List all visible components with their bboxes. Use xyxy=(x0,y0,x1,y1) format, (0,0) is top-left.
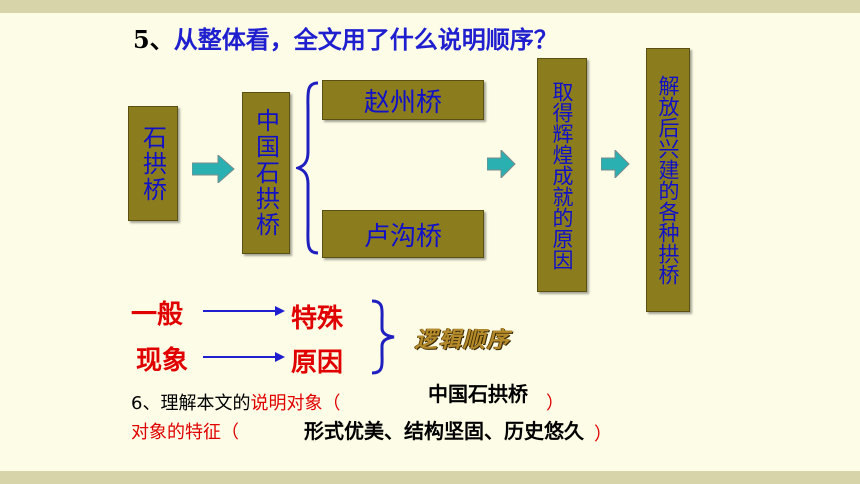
question-6-line: 6、理解本文的说明对象（ xyxy=(131,389,340,415)
question-6-feature-close: ） xyxy=(594,424,612,445)
box-chinese-stone-arch-bridge: 中国石拱桥 xyxy=(242,92,290,254)
box-post-liberation-arch-bridges-label: 解放后兴建的各种拱桥 xyxy=(656,75,680,285)
brace-icon xyxy=(371,299,395,375)
question-6-object-label: 说明对象（ xyxy=(250,393,341,414)
arrow-right-icon xyxy=(192,155,235,183)
brace-icon xyxy=(296,81,319,255)
box-zhaozhou-bridge: 赵州桥 xyxy=(322,80,484,120)
box-lugou-bridge: 卢沟桥 xyxy=(322,210,484,258)
box-stone-arch-bridge-label: 石拱桥 xyxy=(138,124,167,203)
arrow-right-icon xyxy=(487,150,516,178)
phenomenon-label: 现象 xyxy=(136,346,189,376)
box-reasons-for-achievements-label: 取得辉煌成就的原因 xyxy=(550,80,574,270)
question-6-feature-label: 对象的特征（ xyxy=(131,422,239,443)
question-5-text: 从整体看，全文用了什么说明顺序？ xyxy=(173,26,558,54)
question-6-object-close: ） xyxy=(546,393,564,414)
box-stone-arch-bridge: 石拱桥 xyxy=(128,106,178,221)
logical-order-label: 逻辑顺序 xyxy=(415,328,512,353)
question-6-feature-answer: 形式优美、结构坚固、历史悠久 xyxy=(304,419,584,443)
general-label: 一般 xyxy=(131,300,184,330)
box-post-liberation-arch-bridges: 解放后兴建的各种拱桥 xyxy=(646,48,690,312)
question-6-object-answer: 中国石拱桥 xyxy=(428,382,528,406)
question-6-prefix: 6、理解本文的 xyxy=(131,393,251,414)
box-lugou-bridge-label: 卢沟桥 xyxy=(363,221,442,252)
bottom-band xyxy=(0,471,860,484)
top-band xyxy=(0,0,860,13)
special-label: 特殊 xyxy=(291,304,344,334)
arrow-right-icon xyxy=(203,352,285,362)
question-5-number: 5、 xyxy=(133,25,174,54)
cause-label: 原因 xyxy=(291,348,344,378)
question-5: 5、从整体看，全文用了什么说明顺序？ xyxy=(133,20,558,55)
box-zhaozhou-bridge-label: 赵州桥 xyxy=(363,87,442,118)
arrow-right-icon xyxy=(203,306,285,316)
box-chinese-stone-arch-bridge-label: 中国石拱桥 xyxy=(251,108,280,238)
box-reasons-for-achievements: 取得辉煌成就的原因 xyxy=(537,58,587,292)
arrow-right-icon xyxy=(601,150,630,178)
